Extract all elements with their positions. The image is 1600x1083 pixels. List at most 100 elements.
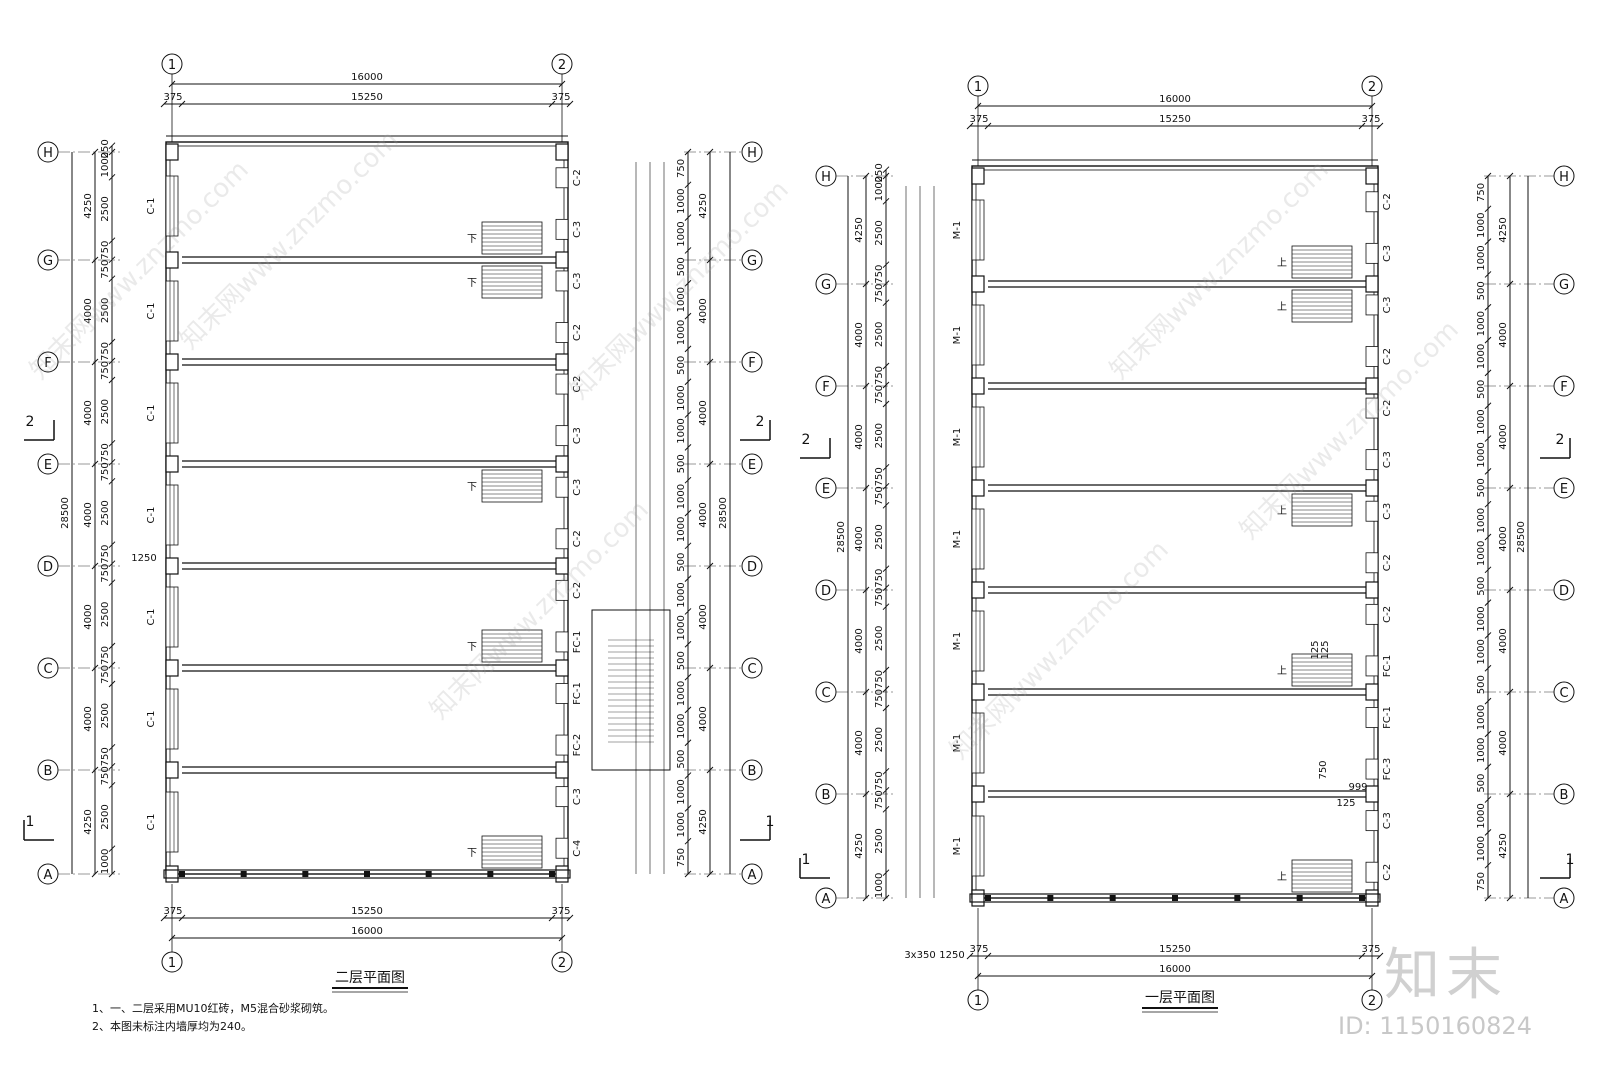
left-inner-dim-text: 750 — [100, 260, 111, 279]
right-outer-dim-text: 4250 — [698, 809, 709, 834]
note-line-2: 2、本图未标注内墙厚均为240。 — [92, 1020, 252, 1033]
column — [1365, 683, 1379, 701]
right-inner-dim-text: 500 — [1476, 577, 1487, 596]
right-outer-dim-text: 4250 — [698, 193, 709, 218]
left-inner-dim-tick — [882, 463, 890, 471]
left-inner-dim-tick — [882, 584, 890, 592]
grid-bubble-A-label: A — [44, 868, 53, 883]
column — [165, 251, 179, 269]
right-outer-dim-text: 4000 — [698, 298, 709, 323]
bottom-dim-total-text: 16000 — [1159, 964, 1191, 975]
grid-bubble-D — [741, 555, 763, 577]
left-inner-dim-text: 750 — [874, 366, 885, 385]
window-label-right: C-3 — [1382, 296, 1393, 313]
window-right — [555, 837, 569, 859]
left-inner-dim-tick — [108, 142, 116, 150]
left-outer-dim-text: 4250 — [83, 193, 94, 218]
right-inner-dim-text: 1000 — [676, 320, 687, 345]
bottom-dim-parts-text: 375 — [969, 944, 988, 955]
left-inner-dim-tick — [882, 767, 890, 775]
column — [555, 557, 569, 575]
right-inner-dim-tick — [684, 247, 692, 254]
right-inner-dim-text: 1000 — [1476, 738, 1487, 763]
left-inner-dim-text: 750 — [100, 646, 111, 665]
small-dim: 999 — [1348, 782, 1367, 793]
grid-bubble-D-label: D — [1559, 584, 1569, 599]
left-inner-dim-tick — [108, 762, 116, 770]
window-label-left: M-1 — [952, 221, 963, 240]
left-inner-dim-tick — [882, 501, 890, 509]
right-inner-dim-tick — [684, 509, 692, 517]
left-inner-dim-tick — [108, 579, 116, 587]
window-label-right: C-3 — [572, 788, 583, 805]
footing-post — [240, 871, 247, 877]
right-inner-dim-text: 500 — [676, 356, 687, 375]
window-right — [1365, 346, 1379, 367]
window-label-right: C-3 — [572, 272, 583, 289]
window-label-left: C-1 — [146, 609, 157, 626]
plan-title: 二层平面图 — [335, 970, 405, 986]
right-inner-dim-tick — [684, 181, 692, 189]
left-outer-dim-tick — [862, 894, 870, 902]
bottom-dim-parts-tick — [984, 952, 992, 960]
left-outer-dim-text: 4000 — [854, 730, 865, 755]
window-right — [1365, 810, 1379, 832]
bottom-dim-parts-tick — [966, 952, 974, 960]
right-inner-dim-text: 1000 — [1476, 311, 1487, 336]
right-inner-dim-text: 1000 — [676, 287, 687, 312]
column — [555, 143, 569, 161]
bottom-dim-3x350: 3x350 — [904, 950, 935, 961]
footing-post — [364, 871, 370, 877]
left-inner-dim-tick — [882, 786, 890, 794]
left-inner-dim-text: 2500 — [100, 298, 111, 323]
left-inner-dim-tick — [108, 845, 116, 853]
right-inner-dim-text: 1000 — [676, 812, 687, 837]
right-outer-dim-tick — [706, 870, 714, 878]
right-inner-dim-tick — [684, 279, 692, 287]
right-inner-dim-text: 1000 — [676, 714, 687, 739]
right-outer-dim-tick — [706, 358, 714, 366]
bottom-dim-total-text: 16000 — [351, 926, 383, 937]
grid-bubble-D-label: D — [747, 560, 757, 575]
left-inner-dim-tick — [882, 704, 890, 712]
right-outer-dim-text: 4000 — [1498, 424, 1509, 449]
window-label-right: C-3 — [572, 221, 583, 238]
left-inner-dim-tick — [108, 560, 116, 568]
column — [555, 353, 569, 371]
axis-bubble-2-label: 2 — [1368, 994, 1376, 1009]
window-right — [1365, 707, 1379, 728]
window-label-right: C-2 — [572, 530, 583, 547]
left-outer-dim-tick — [862, 484, 870, 492]
window-label-right: C-2 — [572, 324, 583, 341]
footing-post — [1109, 895, 1116, 901]
right-outer-dim-tick — [1506, 688, 1514, 696]
grid-bubble-F-label: F — [1560, 380, 1567, 395]
top-dim-parts-text: 15250 — [351, 92, 383, 103]
column — [165, 143, 179, 161]
grid-bubble-D-label: D — [43, 560, 53, 575]
left-inner-dim-text: 2500 — [874, 423, 885, 448]
left-inner-dim-text: 2500 — [100, 399, 111, 424]
top-dim-parts-text: 375 — [1361, 114, 1380, 125]
left-outer-dim-tick — [91, 664, 99, 672]
column — [555, 865, 569, 883]
footing-post — [1172, 895, 1178, 901]
left-outer-dim-text: 4000 — [854, 424, 865, 449]
axis-bubble-1-label: 1 — [974, 80, 982, 95]
window-label-left: C-1 — [146, 198, 157, 215]
left-inner-dim-tick — [882, 685, 890, 693]
left-outer-dim-tick — [91, 148, 99, 156]
window-label-left: M-1 — [952, 326, 963, 345]
footing-post — [1234, 895, 1241, 901]
right-inner-dim-text: 1000 — [676, 582, 687, 607]
top-dim-parts-text: 375 — [551, 92, 570, 103]
left-inner-dim-text: 2500 — [874, 220, 885, 245]
window-right — [555, 425, 569, 447]
right-inner-dim-tick — [684, 870, 692, 878]
section-mark-1: 1 — [802, 852, 811, 868]
top-dim-parts-text: 15250 — [1159, 114, 1191, 125]
left-total-dim: 28500 — [60, 497, 71, 529]
left-inner-dim-tick — [108, 661, 116, 669]
left-outer-dim-tick — [862, 586, 870, 594]
left-inner-dim-tick — [882, 166, 890, 174]
